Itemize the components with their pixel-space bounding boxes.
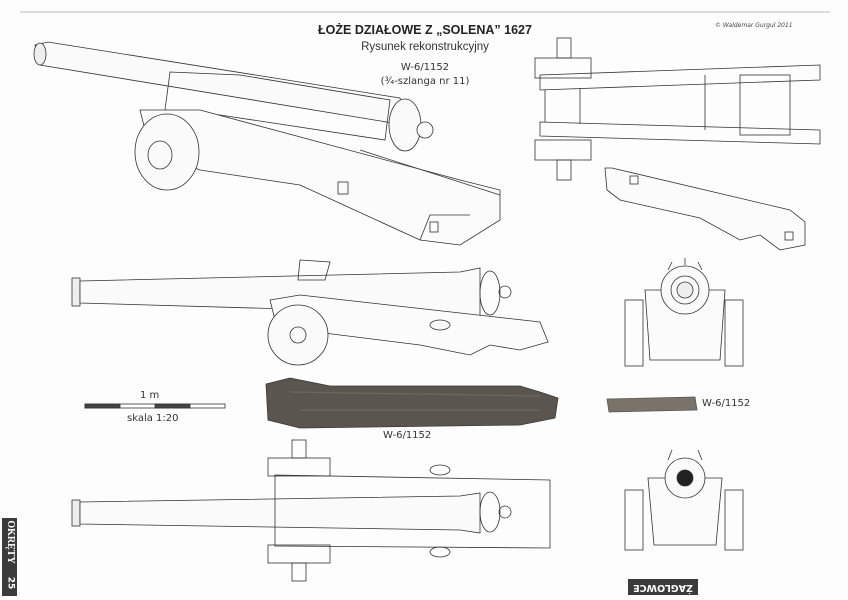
drawing-title: ŁOŻE DZIAŁOWE Z „SOLENA” 1627 bbox=[318, 23, 532, 37]
carriage-side-view bbox=[604, 167, 806, 251]
gun-gauge: (¾-szlanga nr 11) bbox=[380, 76, 470, 87]
carriage-plan-view bbox=[534, 37, 821, 181]
inventory-code: W-6/1152 bbox=[400, 62, 450, 73]
page-number: 25 bbox=[5, 576, 15, 590]
scale-ratio-label: skala 1:20 bbox=[127, 413, 179, 424]
section-label: ŻAGLOWCE bbox=[628, 579, 698, 595]
cannon-rear-view bbox=[624, 449, 744, 551]
copyright: © Waldemar Gurgul 2011 bbox=[715, 22, 793, 29]
perspective-view bbox=[33, 41, 501, 246]
cannon-side-view bbox=[71, 259, 549, 366]
cannon-front-view bbox=[624, 258, 744, 367]
cannon-plan-view bbox=[71, 439, 551, 582]
photo-label-large: W-6/1152 bbox=[383, 430, 432, 441]
magazine-band: OKRĘTY 25 bbox=[2, 518, 17, 596]
wood-remnant-photo bbox=[265, 377, 559, 429]
wood-fragment-photo bbox=[606, 396, 698, 413]
scale-length-label: 1 m bbox=[140, 390, 160, 401]
photo-label-small: W-6/1152 bbox=[702, 398, 751, 409]
scale-bar bbox=[84, 403, 226, 409]
drawing-subtitle: Rysunek rekonstrukcyjny bbox=[361, 41, 489, 53]
magazine-name: OKRĘTY bbox=[4, 520, 16, 564]
